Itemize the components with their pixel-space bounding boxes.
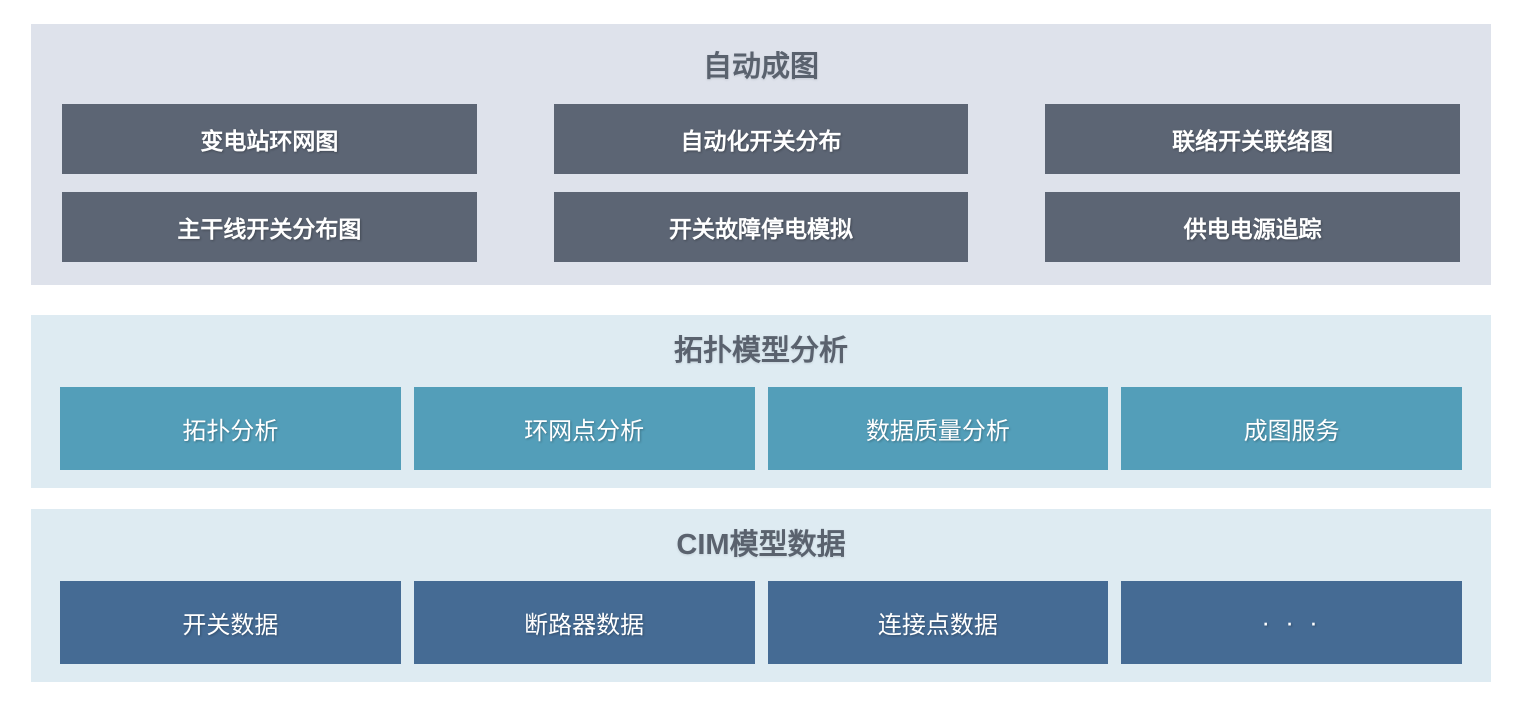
auto-mapping-row-1: 变电站环网图 自动化开关分布 联络开关联络图 <box>31 104 1491 174</box>
node-more-ellipsis: · · · <box>1121 581 1462 664</box>
section-auto-mapping-title: 自动成图 <box>702 51 819 83</box>
node-trunk-line-switch-distribution: 主干线开关分布图 <box>62 192 477 262</box>
section-topology-analysis: 拓扑模型分析 拓扑分析 环网点分析 数据质量分析 成图服务 <box>31 315 1491 488</box>
node-diagram-service: 成图服务 <box>1121 387 1462 470</box>
auto-mapping-row-2: 主干线开关分布图 开关故障停电模拟 供电电源追踪 <box>31 192 1491 262</box>
node-switch-data: 开关数据 <box>60 581 401 664</box>
node-substation-ring-diagram: 变电站环网图 <box>62 104 477 174</box>
node-topology-analysis: 拓扑分析 <box>60 387 401 470</box>
node-ring-point-analysis: 环网点分析 <box>413 387 755 470</box>
section-cim-model-data: CIM模型数据 开关数据 断路器数据 连接点数据 · · · <box>31 509 1491 682</box>
section-auto-mapping: 自动成图 变电站环网图 自动化开关分布 联络开关联络图 主干线开关分布图 开关故… <box>31 24 1491 285</box>
section-cim-model-data-title: CIM模型数据 <box>676 529 846 561</box>
node-switch-fault-outage-simulation: 开关故障停电模拟 <box>553 192 969 262</box>
node-tie-switch-connection-diagram: 联络开关联络图 <box>1045 104 1461 174</box>
node-data-quality-analysis: 数据质量分析 <box>767 387 1109 470</box>
topology-analysis-row: 拓扑分析 环网点分析 数据质量分析 成图服务 <box>31 387 1491 470</box>
cim-data-row: 开关数据 断路器数据 连接点数据 · · · <box>31 581 1491 664</box>
node-automation-switch-distribution: 自动化开关分布 <box>553 104 969 174</box>
node-power-source-tracing: 供电电源追踪 <box>1045 192 1461 262</box>
node-connection-point-data: 连接点数据 <box>767 581 1109 664</box>
node-breaker-data: 断路器数据 <box>413 581 755 664</box>
section-topology-analysis-title: 拓扑模型分析 <box>673 335 848 367</box>
